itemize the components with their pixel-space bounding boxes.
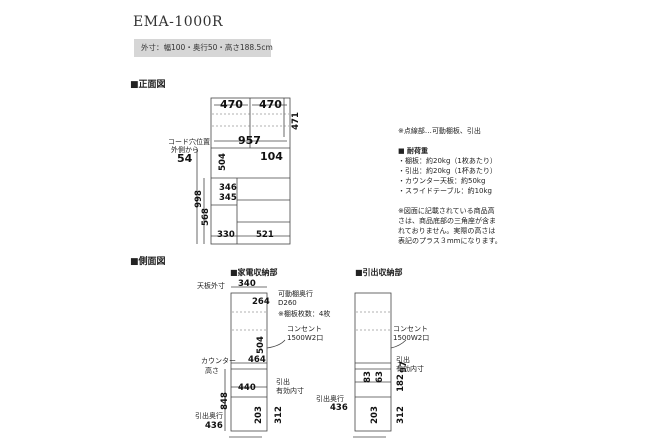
front-view-title: ■正面図 <box>130 80 166 90</box>
load-item-3: ・カウンター天板：約50kg <box>398 177 486 185</box>
cord-note-2: 外側から <box>171 146 199 154</box>
dim-436-drawer: 436 <box>330 403 348 413</box>
load-title: ■ 耐荷重 <box>398 147 429 155</box>
dim-345: 345 <box>219 193 237 203</box>
shelf-depth-value: D260 <box>278 299 297 307</box>
appliance-outlet-2: 1500W2口 <box>287 334 324 342</box>
dim-521: 521 <box>256 230 274 240</box>
drawer-outer-label: 引出奥行 <box>316 395 344 403</box>
drawer-outlet-2: 1500W2口 <box>393 334 430 342</box>
appliance-outlet-1: コンセント <box>287 325 322 333</box>
dim-471: 471 <box>290 112 301 130</box>
dim-203: 203 <box>253 406 264 424</box>
appliance-drawer-label-2: 有効内寸 <box>276 387 304 395</box>
dim-83: 83 <box>362 371 373 383</box>
outer-dimensions: 外寸：幅100・奥行50・高さ188.5cm <box>134 39 273 57</box>
dim-312-drawer: 312 <box>395 406 406 424</box>
dim-104: 104 <box>260 150 283 163</box>
dim-504-side: 504 <box>255 336 266 354</box>
dim-957: 957 <box>238 134 261 147</box>
drawer-inner-label-2: 有効内寸 <box>396 365 424 373</box>
disclaimer-3: れておりません。実際の高さは <box>398 227 496 235</box>
appliance-title: ■家電収納部 <box>230 268 278 277</box>
dim-436: 436 <box>205 421 223 431</box>
top-depth-label: 天板外寸 <box>197 282 225 290</box>
dim-264: 264 <box>252 297 270 307</box>
dim-464: 464 <box>248 355 266 365</box>
dim-203-drawer: 203 <box>369 406 380 424</box>
dim-63: 63 <box>374 371 385 383</box>
drawer-title: ■引出収納部 <box>355 268 403 277</box>
load-item-2: ・引出：約20kg（1杯あたり） <box>398 167 497 175</box>
dim-182: 182 <box>395 374 406 392</box>
dim-440: 440 <box>238 383 256 393</box>
appliance-drawer-label-1: 引出 <box>276 378 290 386</box>
dim-312: 312 <box>273 406 284 424</box>
dim-504: 504 <box>217 153 228 171</box>
side-view-title: ■側面図 <box>130 257 166 267</box>
shelf-depth-label: 可動棚奥行 <box>278 290 313 298</box>
appliance-drawer-outer-label: 引出奥行 <box>195 412 223 420</box>
load-item-4: ・スライドテーブル：約10kg <box>398 187 492 195</box>
disclaimer-4: 表記のプラス３mmになります。 <box>398 237 502 245</box>
drawer-outlet-1: コンセント <box>393 325 428 333</box>
load-item-1: ・棚板：約20kg（1枚あたり） <box>398 157 497 165</box>
dim-470-left: 470 <box>220 98 243 111</box>
note-dotted: ※点線部…可動棚板、引出 <box>398 127 481 135</box>
appliance-cord <box>266 339 286 349</box>
cord-note-1: コード穴位置 <box>168 138 210 146</box>
drawer-inner-label-1: 引出 <box>396 356 410 364</box>
cord-value: 54 <box>177 152 193 165</box>
dim-470-right: 470 <box>259 98 282 111</box>
dim-848: 848 <box>219 392 230 410</box>
dim-568: 568 <box>200 208 211 226</box>
dim-346: 346 <box>219 183 237 193</box>
drawer-side-outline <box>354 292 392 432</box>
counter-height-2: 高さ <box>205 367 219 375</box>
dim-330: 330 <box>217 230 235 240</box>
counter-height-1: カウンター <box>201 357 236 365</box>
dim-340: 340 <box>238 279 256 289</box>
drawer-cord <box>390 339 407 349</box>
dim-998: 998 <box>193 190 204 208</box>
front-cabinet-outline <box>210 97 291 245</box>
disclaimer-1: ※図面に記載されている商品高 <box>398 207 495 215</box>
appliance-side-outline <box>230 292 268 432</box>
model-number: EMA-1000R <box>133 14 224 30</box>
shelf-count: ※棚板枚数：4枚 <box>278 310 331 318</box>
disclaimer-2: さは、商品底部の三角座が含ま <box>398 217 496 225</box>
